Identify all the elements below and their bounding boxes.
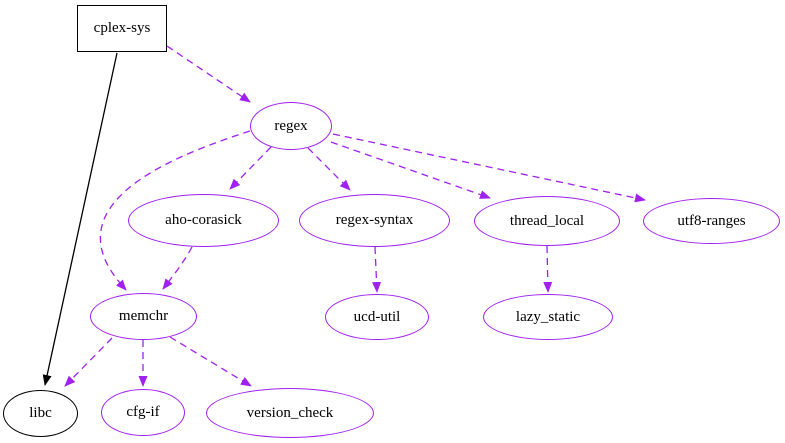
node-label: lazy_static	[515, 308, 581, 325]
node-version_check: version_check	[206, 388, 374, 438]
edge-aho-corasick-memchr	[162, 246, 193, 290]
edge-memchr-version_check	[169, 336, 252, 387]
node-label: cfg-if	[126, 404, 160, 420]
node-label: cplex-sys	[93, 20, 151, 36]
node-regex-syntax: regex-syntax	[299, 194, 450, 247]
edge-thread_local-lazy_static	[543, 245, 553, 293]
node-label: libc	[29, 405, 52, 421]
node-libc: libc	[3, 390, 78, 437]
node-thread_local: thread_local	[474, 196, 620, 246]
edge-regex-syntax-ucd-util	[372, 246, 382, 293]
node-label: regex-syntax	[335, 212, 414, 228]
edge-cplex-sys-libc	[42, 52, 118, 386]
edge-memchr-libc	[64, 337, 113, 387]
node-cfg-if: cfg-if	[101, 389, 185, 436]
node-label: ucd-util	[353, 308, 401, 325]
node-utf8-ranges: utf8-ranges	[643, 198, 780, 244]
edge-regex-thread_local	[330, 141, 491, 199]
edge-regex-memchr	[99, 130, 251, 291]
edge-regex-utf8-ranges	[332, 133, 646, 203]
edge-cplex-sys-regex	[166, 45, 251, 103]
node-lazy_static: lazy_static	[483, 294, 613, 340]
node-label: version_check	[246, 404, 334, 421]
node-cplex-sys: cplex-sys	[77, 5, 167, 52]
node-label: utf8-ranges	[677, 212, 746, 229]
node-regex: regex	[250, 102, 332, 150]
node-aho-corasick: aho-corasick	[128, 194, 279, 247]
node-label: thread_local	[509, 212, 585, 229]
edge-regex-regex-syntax	[307, 147, 351, 191]
node-memchr: memchr	[90, 293, 197, 340]
node-label: regex	[274, 117, 308, 134]
node-label: memchr	[118, 308, 169, 324]
node-ucd-util: ucd-util	[325, 294, 429, 340]
node-label: aho-corasick	[165, 212, 242, 228]
edge-regex-aho-corasick	[229, 146, 272, 190]
